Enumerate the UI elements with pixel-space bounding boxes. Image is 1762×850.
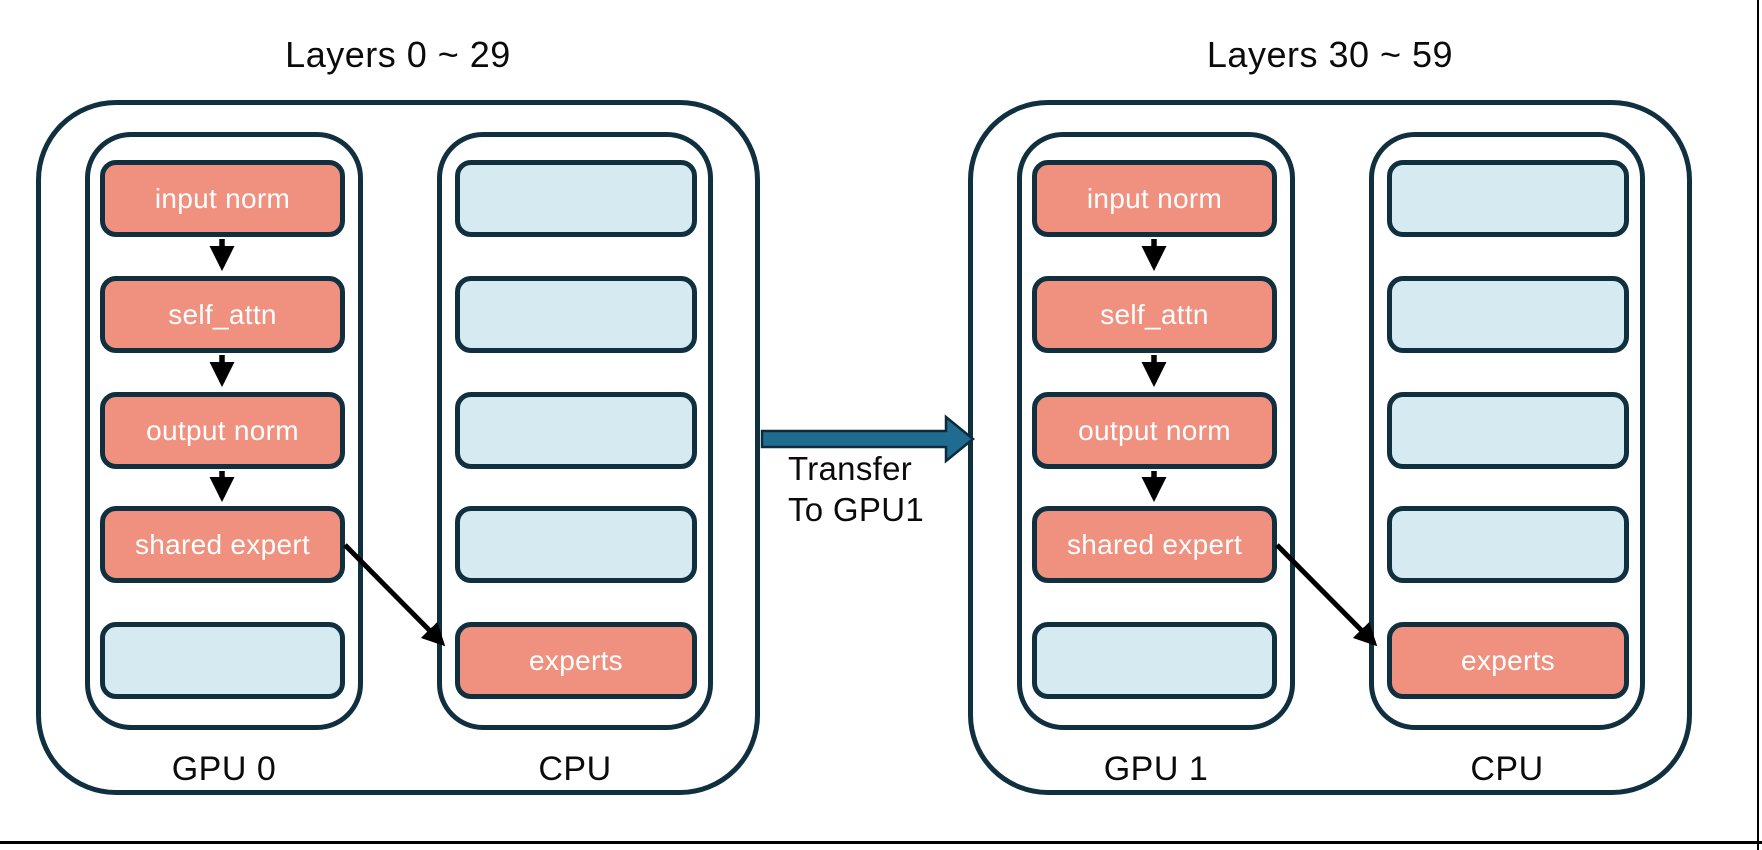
group-title: Layers 30 ~ 59 xyxy=(1206,34,1454,75)
placeholder-box xyxy=(1032,622,1277,699)
placeholder-box xyxy=(455,160,697,237)
placeholder-box xyxy=(1387,160,1629,237)
group-title: Layers 0 ~ 29 xyxy=(285,34,511,75)
placeholder-box xyxy=(455,392,697,469)
transfer-label: Transfer To GPU1 xyxy=(788,448,924,530)
transfer-label-line1: Transfer xyxy=(788,450,913,487)
module-box-experts: experts xyxy=(455,622,697,699)
module-box-self-attn: self_attn xyxy=(1032,276,1277,353)
gpu1-label: GPU 1 xyxy=(1103,750,1209,788)
module-box-output-norm: output norm xyxy=(1032,392,1277,469)
screen-edge-right xyxy=(1757,0,1759,850)
gpu0-label: GPU 0 xyxy=(171,750,277,788)
cpu-label: CPU xyxy=(538,750,612,788)
module-box-shared-expert: shared expert xyxy=(1032,506,1277,583)
module-box-shared-expert: shared expert xyxy=(100,506,345,583)
module-box-self-attn: self_attn xyxy=(100,276,345,353)
module-box-experts: experts xyxy=(1387,622,1629,699)
cpu-label: CPU xyxy=(1470,750,1544,788)
placeholder-box xyxy=(455,276,697,353)
transfer-label-line2: To GPU1 xyxy=(788,491,924,528)
placeholder-box xyxy=(100,622,345,699)
module-box-output-norm: output norm xyxy=(100,392,345,469)
module-box-input-norm: input norm xyxy=(100,160,345,237)
placeholder-box xyxy=(1387,276,1629,353)
placeholder-box xyxy=(1387,392,1629,469)
placeholder-box xyxy=(1387,506,1629,583)
module-box-input-norm: input norm xyxy=(1032,160,1277,237)
placeholder-box xyxy=(455,506,697,583)
screen-edge-bottom xyxy=(0,841,1762,844)
